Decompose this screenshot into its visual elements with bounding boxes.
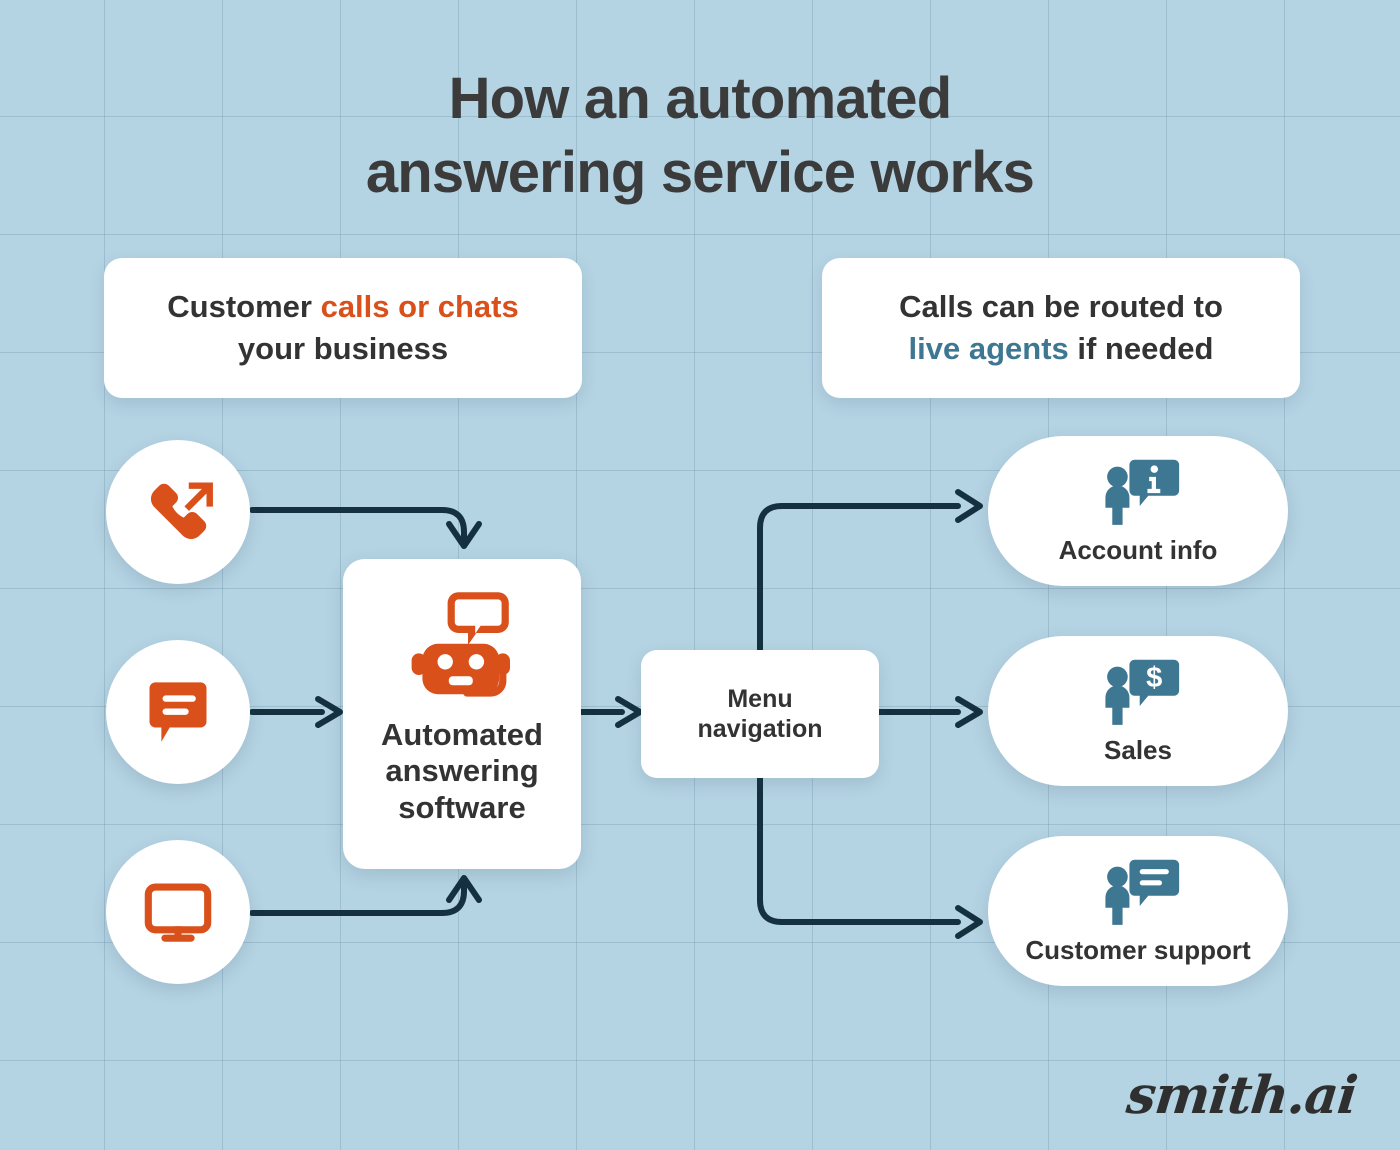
edge-desktop-arrowhead bbox=[446, 875, 482, 903]
destination-sales: $ Sales bbox=[988, 636, 1288, 786]
edge-phone-arrowhead bbox=[446, 521, 482, 549]
callout-left: Customer calls or chats your business bbox=[104, 258, 582, 398]
automated-answering-software-card: Automated answering software bbox=[343, 559, 581, 869]
edge-phone-to-software bbox=[249, 507, 467, 543]
source-circle-desktop bbox=[106, 840, 250, 984]
dollar-glyph: $ bbox=[1146, 662, 1162, 694]
callout-right-seg-1: live agents bbox=[908, 331, 1069, 366]
edge-software-menu-arrowhead bbox=[615, 696, 643, 728]
outgoing-call-icon bbox=[150, 482, 213, 540]
destination-label-account-info: Account info bbox=[1058, 534, 1218, 565]
callout-left-seg-2: your business bbox=[237, 331, 449, 366]
callout-right-text: Calls can be routed to live agents if nee… bbox=[899, 286, 1223, 370]
edge-desktop-to-software bbox=[249, 883, 467, 916]
monitor-icon bbox=[144, 883, 212, 942]
chat-bubble-icon bbox=[149, 682, 207, 742]
chatbot-icon bbox=[411, 592, 510, 697]
callout-right-seg-0: Calls can be routed to bbox=[899, 288, 1223, 324]
destination-account-info: Account info bbox=[988, 436, 1288, 586]
menu-navigation-box: Menu navigation bbox=[641, 650, 879, 778]
edge-support-arrowhead bbox=[955, 905, 983, 939]
edge-menu-to-support bbox=[757, 775, 961, 925]
edge-sales-arrowhead bbox=[955, 696, 983, 728]
person-dollar-bubble-icon: $ bbox=[1105, 659, 1180, 725]
destination-customer-support: Customer support bbox=[988, 836, 1288, 986]
callout-left-seg-1: calls or chats bbox=[320, 288, 519, 324]
source-circle-chat bbox=[106, 640, 250, 784]
page-title: How an automated answering service works bbox=[365, 66, 1035, 206]
source-circle-phone bbox=[106, 440, 250, 584]
edge-chat-arrowhead bbox=[315, 696, 343, 728]
destination-label-sales: Sales bbox=[1104, 734, 1172, 765]
callout-right: Calls can be routed to live agents if nee… bbox=[822, 258, 1300, 398]
edge-menu-to-account bbox=[757, 503, 961, 653]
person-chat-bubble-icon bbox=[1105, 859, 1180, 925]
destination-label-customer-support: Customer support bbox=[1025, 934, 1251, 965]
edge-account-arrowhead bbox=[955, 489, 983, 523]
smith-ai-logo: smith.ai bbox=[1123, 1065, 1360, 1126]
callout-left-text: Customer calls or chats your business bbox=[167, 286, 518, 370]
callout-left-seg-0: Customer bbox=[167, 288, 321, 324]
callout-right-seg-2: if needed bbox=[1068, 331, 1214, 366]
person-info-bubble-icon bbox=[1105, 459, 1180, 525]
software-card-label: Automated answering software bbox=[381, 717, 543, 825]
